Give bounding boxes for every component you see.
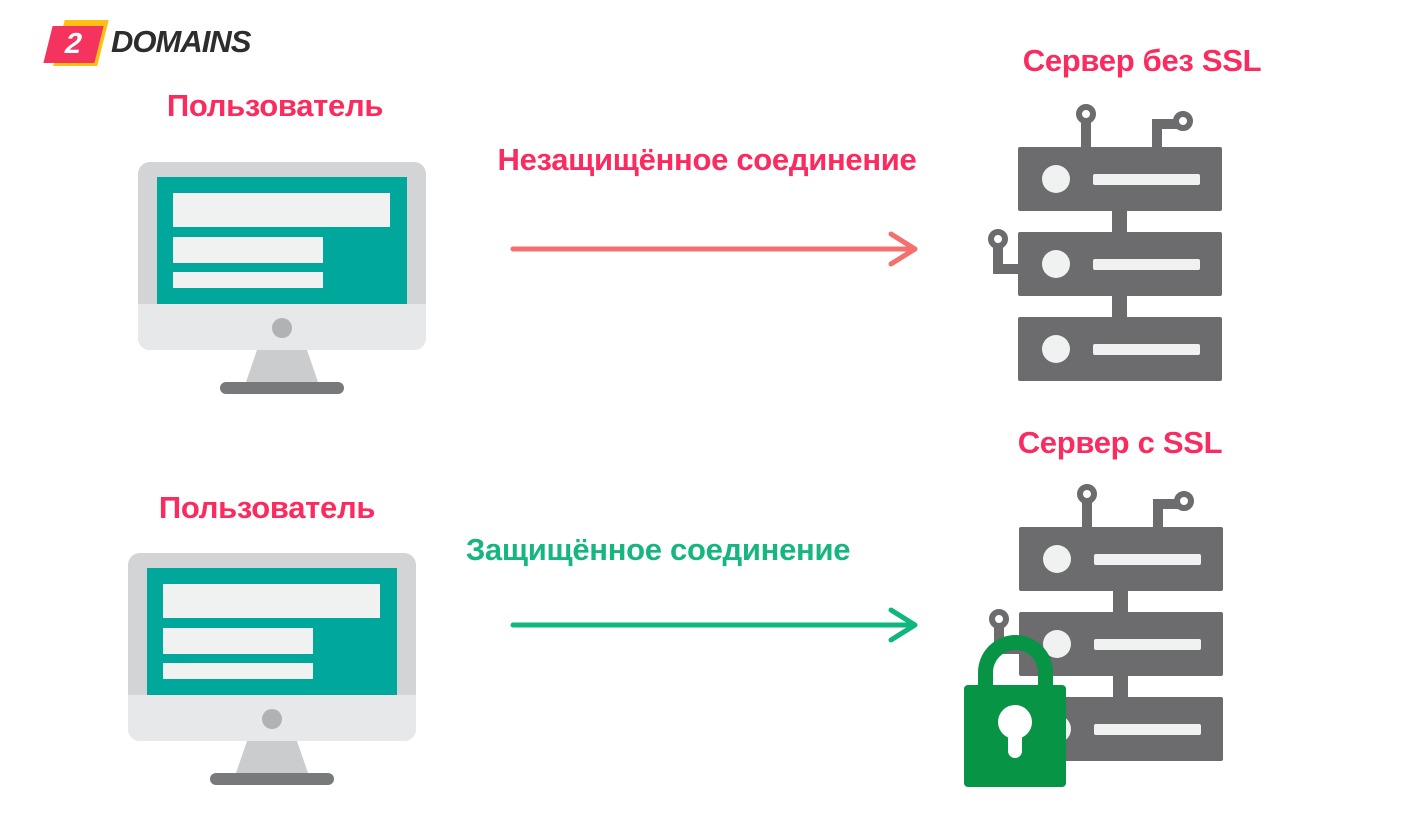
screen-content-bar bbox=[173, 193, 390, 227]
server-connector bbox=[1112, 211, 1127, 232]
server-unit bbox=[1018, 232, 1222, 296]
monitor-button bbox=[272, 318, 292, 338]
desktop-monitor-icon-top bbox=[138, 162, 426, 394]
screen-content-bar bbox=[163, 628, 313, 654]
secured-connection-arrow-icon bbox=[510, 607, 918, 643]
server-drive-bar bbox=[1094, 639, 1201, 650]
connection-label-bottom: Защищённое соединение bbox=[465, 532, 851, 567]
monitor-screen bbox=[147, 568, 397, 695]
ssl-padlock-icon bbox=[963, 635, 1067, 787]
server-unit bbox=[1019, 527, 1223, 591]
server-label-top: Сервер без SSL bbox=[1022, 43, 1262, 78]
server-led bbox=[1042, 165, 1070, 193]
antenna-line bbox=[1152, 119, 1178, 129]
monitor-base bbox=[210, 773, 334, 785]
antenna-line bbox=[1152, 119, 1162, 147]
server-connector bbox=[1113, 676, 1128, 697]
server-led bbox=[1043, 545, 1071, 573]
server-drive-bar bbox=[1093, 174, 1200, 185]
server-drive-bar bbox=[1094, 554, 1201, 565]
server-connector bbox=[1113, 591, 1128, 612]
antenna-line bbox=[1081, 119, 1091, 147]
antenna-line bbox=[993, 245, 1003, 274]
logo-wordmark: DOMAINS bbox=[111, 24, 251, 59]
screen-content-bar bbox=[163, 663, 313, 679]
server-drive-bar bbox=[1093, 344, 1200, 355]
monitor-button bbox=[262, 709, 282, 729]
logo-number: 2 bbox=[61, 28, 86, 60]
connector-node-icon bbox=[1076, 104, 1096, 124]
server-led bbox=[1042, 250, 1070, 278]
screen-content-bar bbox=[163, 584, 380, 618]
monitor-stand bbox=[236, 741, 308, 773]
padlock-keyhole-stem bbox=[1008, 727, 1022, 758]
server-led bbox=[1042, 335, 1070, 363]
logo: 2 DOMAINS bbox=[43, 18, 251, 66]
connector-node-icon bbox=[1173, 111, 1193, 131]
antenna-line bbox=[1082, 499, 1092, 527]
server-drive-bar bbox=[1094, 724, 1201, 735]
server-label-bottom: Сервер с SSL bbox=[1017, 425, 1223, 460]
antenna-line bbox=[993, 264, 1018, 274]
screen-content-bar bbox=[173, 237, 323, 263]
monitor-base bbox=[220, 382, 344, 394]
server-stack-icon-top bbox=[988, 104, 1222, 381]
connector-node-icon bbox=[1174, 491, 1194, 511]
logo-badge: 2 bbox=[43, 26, 104, 63]
desktop-monitor-icon-bottom bbox=[128, 553, 416, 785]
server-unit bbox=[1018, 317, 1222, 381]
server-connector bbox=[1112, 296, 1127, 317]
logo-mark: 2 bbox=[43, 18, 109, 66]
antenna-line bbox=[1153, 499, 1163, 527]
connection-label-top: Незащищённое соединение bbox=[497, 142, 917, 177]
monitor-screen bbox=[157, 177, 407, 304]
connector-node-icon bbox=[1077, 484, 1097, 504]
server-drive-bar bbox=[1093, 259, 1200, 270]
screen-content-bar bbox=[173, 272, 323, 288]
user-label-top: Пользователь bbox=[166, 88, 384, 123]
antenna-line bbox=[1153, 499, 1179, 509]
user-label-bottom: Пользователь bbox=[158, 490, 376, 525]
monitor-stand bbox=[246, 350, 318, 382]
server-unit bbox=[1018, 147, 1222, 211]
unsecured-connection-arrow-icon bbox=[510, 231, 918, 267]
